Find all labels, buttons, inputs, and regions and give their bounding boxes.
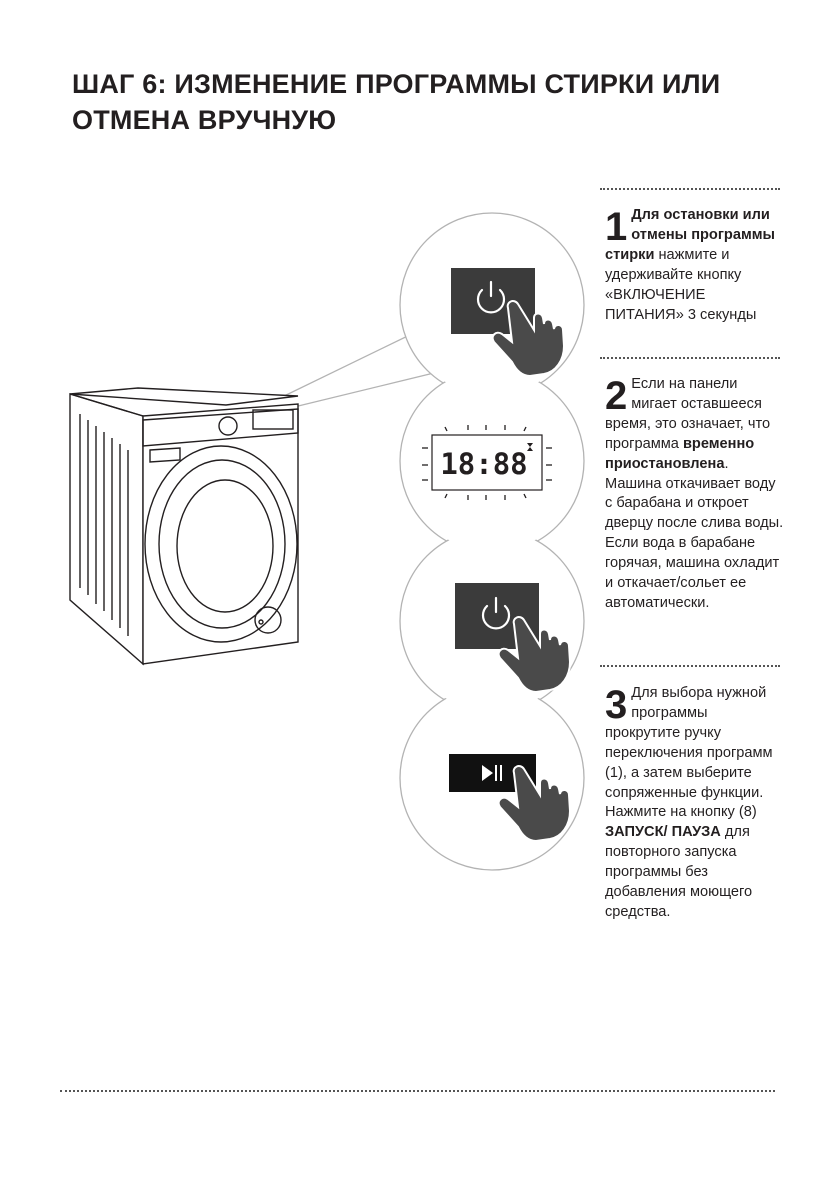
step-text-cont: для повторного запуска программы без доб… bbox=[605, 824, 753, 920]
step-bold-text: временно приостановлена bbox=[605, 435, 755, 472]
title-line-2: ОТМЕНА ВРУЧНУЮ bbox=[72, 105, 337, 135]
hourglass-icon bbox=[527, 443, 533, 451]
page-title: ШАГ 6: ИЗМЕНЕНИЕ ПРОГРАММЫ СТИРКИ ИЛИ ОТ… bbox=[72, 66, 772, 138]
callout-line-upper bbox=[279, 329, 421, 399]
power-button-panel-2 bbox=[455, 583, 571, 693]
step-number: 3 bbox=[605, 683, 628, 727]
step-text: Если на панели мигает оставшееся время, … bbox=[605, 376, 771, 452]
start-pause-button bbox=[449, 754, 571, 842]
separator-top bbox=[600, 188, 780, 190]
step-bold-text: ЗАПУСК/ ПАУЗА bbox=[605, 824, 721, 841]
callout-line-lower bbox=[289, 371, 439, 409]
washing-machine bbox=[69, 387, 299, 666]
display-panel: 18:88 bbox=[422, 425, 552, 500]
step-text: нажмите и удерживайте кнопку «ВКЛЮЧЕНИЕ … bbox=[605, 246, 757, 323]
separator-step-2 bbox=[600, 357, 780, 359]
step-text-cont: . Машина откачивает воду с барабана и от… bbox=[605, 455, 784, 611]
separator-bottom bbox=[60, 1090, 775, 1092]
play-pause-icon bbox=[482, 765, 502, 781]
step-number: 1 bbox=[605, 205, 628, 249]
step-bold-text: Для остановки или отмены программы стирк… bbox=[605, 207, 775, 263]
power-button-panel-1 bbox=[451, 268, 565, 377]
step-text: Для выбора нужной программы прокрутите р… bbox=[605, 685, 773, 821]
display-time: 18:88 bbox=[440, 447, 527, 481]
title-line-1: ШАГ 6: ИЗМЕНЕНИЕ ПРОГРАММЫ СТИРКИ ИЛИ bbox=[72, 69, 721, 99]
step-number: 2 bbox=[605, 374, 628, 418]
separator-step-3 bbox=[600, 665, 780, 667]
illustration: 18:88 bbox=[69, 212, 585, 871]
